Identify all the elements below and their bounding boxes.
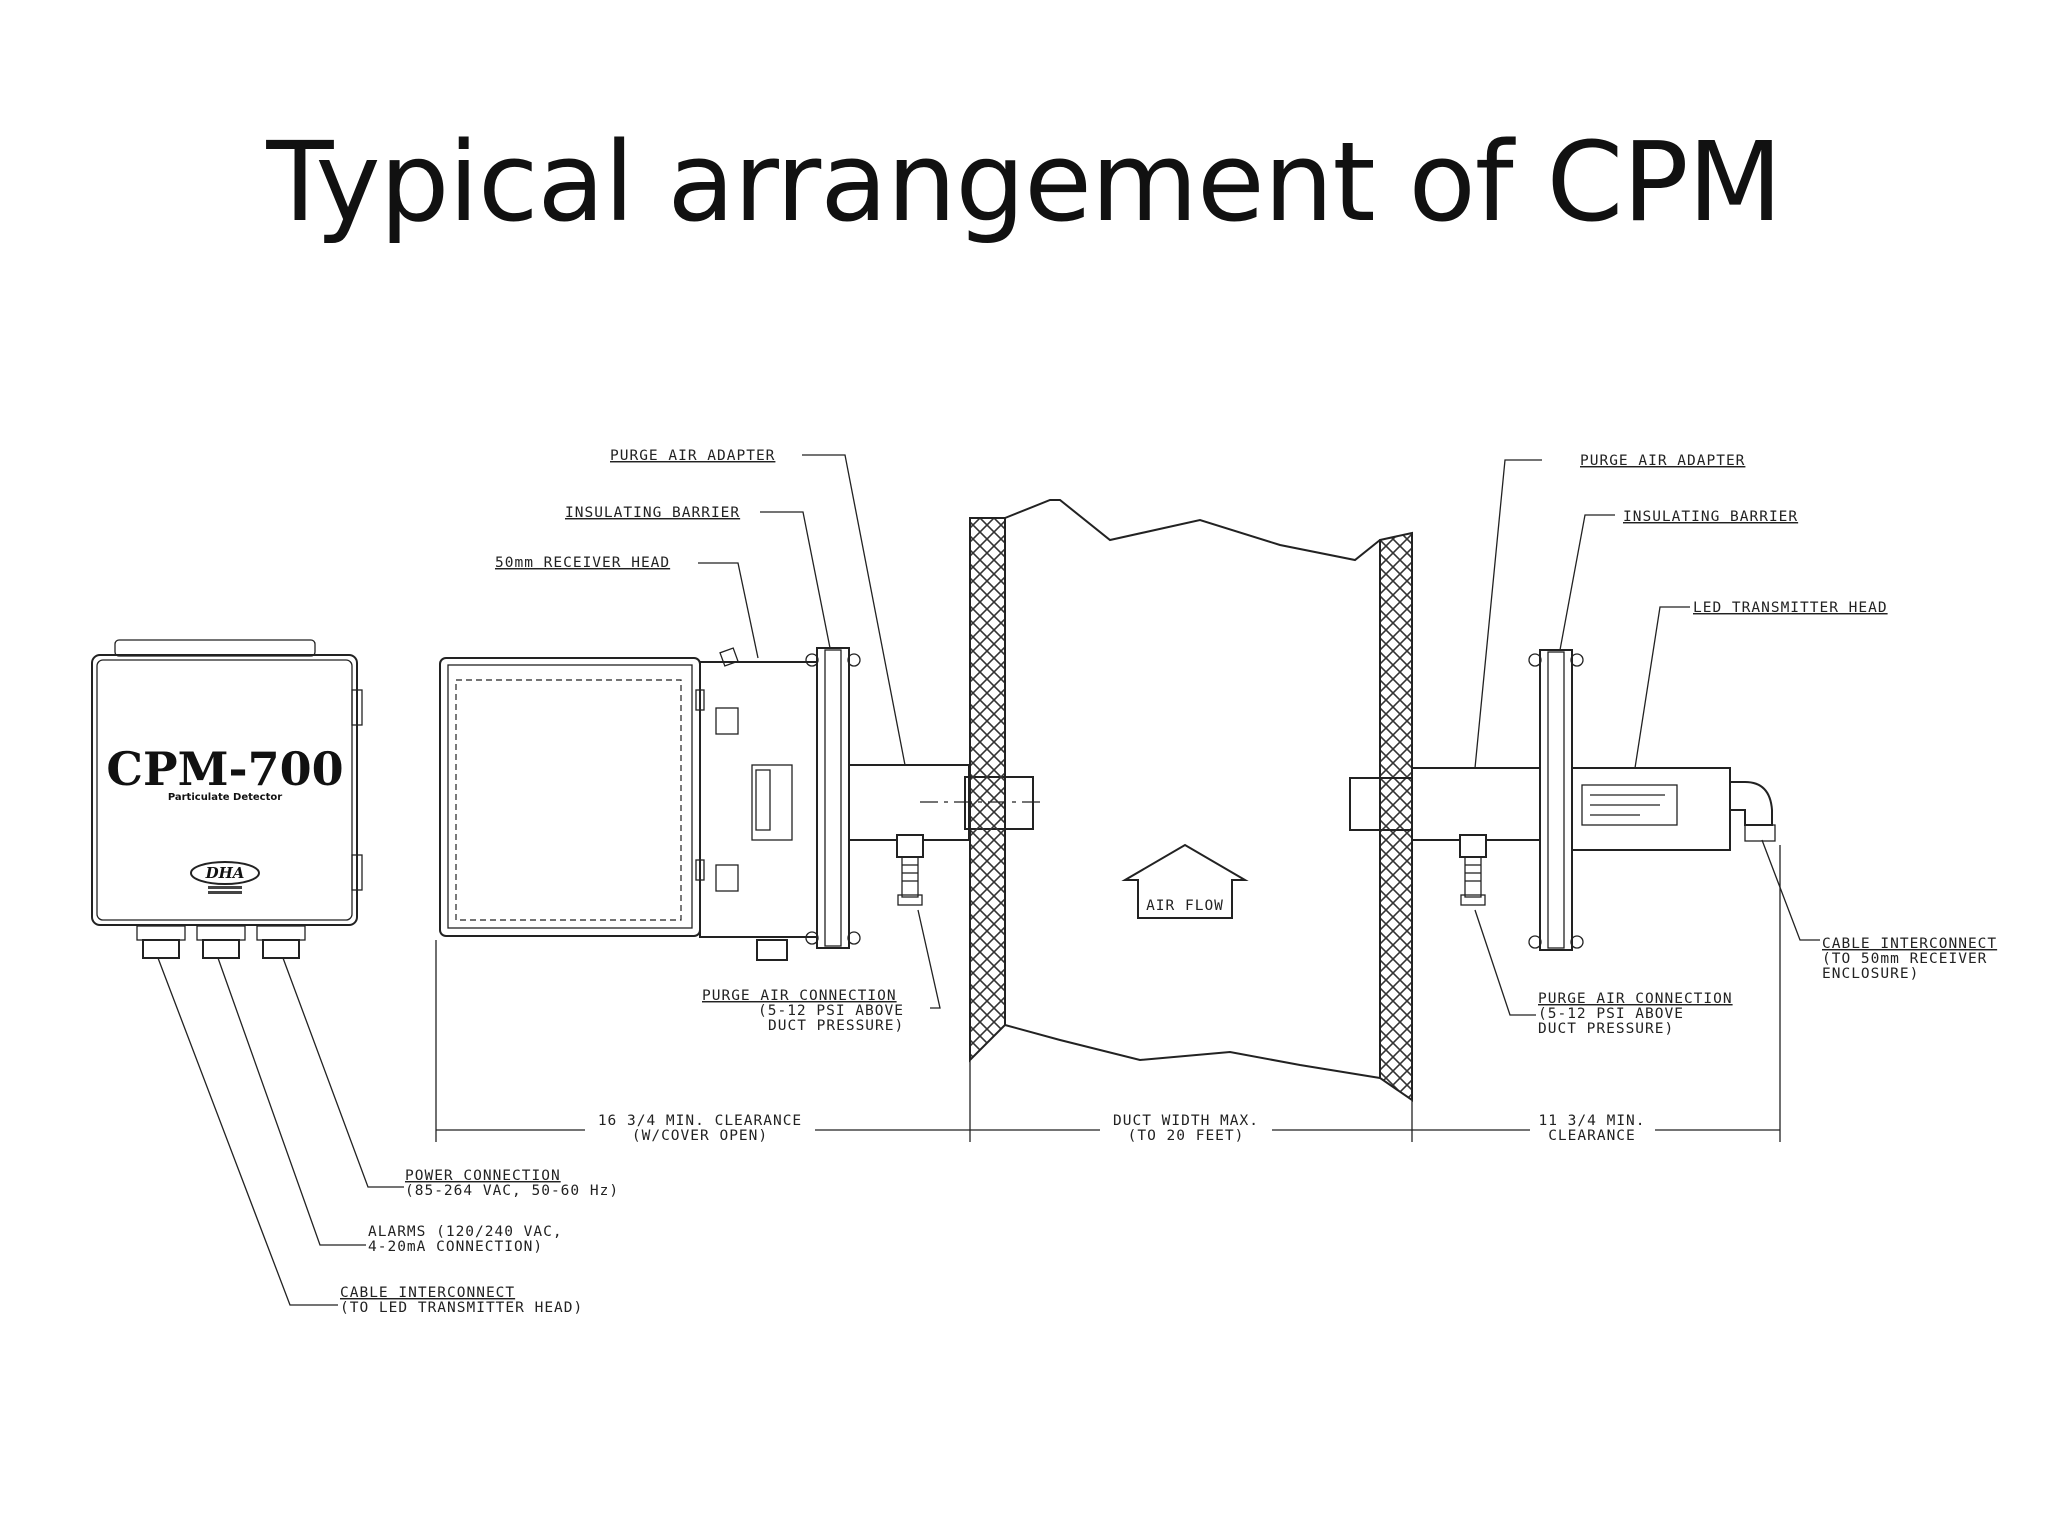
cpm-700-enclosure: CPM-700 Particulate Detector DHA (91, 639, 363, 959)
air-flow-arrow: AIR FLOW (1121, 843, 1249, 919)
cable-interconnect-right-detail-2: ENCLOSURE) (1822, 966, 1919, 982)
cpm-700-logo: CPM-700 (106, 742, 343, 796)
cable-interconnect-left-detail: (TO LED TRANSMITTER HEAD) (340, 1300, 583, 1316)
purge-air-connection-left-detail: (5-12 PSI ABOVE (758, 1003, 904, 1019)
purge-air-adapter-left (848, 764, 1040, 906)
purge-air-connection-right-detail-2: DUCT PRESSURE) (1538, 1021, 1674, 1037)
insulating-barrier-right-label: INSULATING BARRIER (1623, 509, 1798, 525)
air-flow-label: AIR FLOW (1146, 898, 1224, 914)
cable-interconnect-right-label: CABLE INTERCONNECT (1822, 936, 1997, 952)
purge-air-adapter-left-label: PURGE AIR ADAPTER (610, 448, 775, 464)
purge-air-connection-right-detail: (5-12 PSI ABOVE (1538, 1006, 1684, 1022)
cpm-700-logo-subtitle: Particulate Detector (168, 792, 282, 803)
cable-interconnect-right-detail: (TO 50mm RECEIVER (1822, 951, 1987, 967)
receiver-enclosure (439, 647, 819, 961)
insulating-barrier-left (805, 647, 861, 949)
left-clearance-label: 16 3/4 MIN. CLEARANCE (598, 1113, 802, 1129)
cable-interconnect-left-label: CABLE INTERCONNECT (340, 1285, 515, 1301)
receiver-head-label: 50mm RECEIVER HEAD (495, 555, 670, 571)
purge-air-connection-left-detail-2: DUCT PRESSURE) (768, 1018, 904, 1034)
insulating-barrier-right (1528, 649, 1584, 951)
right-clearance-label: 11 3/4 MIN. (1538, 1113, 1645, 1129)
dha-logo: DHA (205, 864, 245, 882)
leader-lines (157, 454, 1820, 1306)
dimension-labels: 16 3/4 MIN. CLEARANCE (W/COVER OPEN) DUC… (598, 1113, 1645, 1144)
power-connection-detail: (85-264 VAC, 50-60 Hz) (405, 1183, 619, 1199)
left-clearance-detail: (W/COVER OPEN) (632, 1128, 768, 1144)
slide-title: Typical arrangement of CPM (266, 118, 1782, 246)
power-connection-label: POWER CONNECTION (405, 1168, 561, 1184)
transmitter-head-label: LED TRANSMITTER HEAD (1693, 600, 1888, 616)
purge-air-connection-left-label: PURGE AIR CONNECTION (702, 988, 897, 1004)
callout-labels: PURGE AIR ADAPTER INSULATING BARRIER 50m… (340, 448, 1997, 1316)
purge-air-adapter-right-label: PURGE AIR ADAPTER (1580, 453, 1745, 469)
right-clearance-detail: CLEARANCE (1548, 1128, 1636, 1144)
duct-width-label: DUCT WIDTH MAX. (1113, 1113, 1259, 1129)
alarms-label: ALARMS (120/240 VAC, (368, 1224, 563, 1240)
alarms-detail: 4-20mA CONNECTION) (368, 1239, 543, 1255)
led-transmitter-head (1571, 767, 1776, 851)
duct-width-detail: (TO 20 FEET) (1128, 1128, 1245, 1144)
purge-air-connection-right-label: PURGE AIR CONNECTION (1538, 991, 1733, 1007)
dimension-lines (435, 845, 1781, 1142)
purge-air-adapter-right (1411, 767, 1543, 906)
duct: AIR FLOW (969, 499, 1413, 1102)
insulating-barrier-left-label: INSULATING BARRIER (565, 505, 740, 521)
